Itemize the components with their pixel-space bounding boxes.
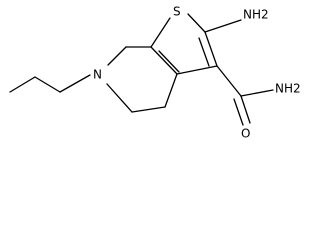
bond-n-to-ch2-top [107, 46, 127, 66]
bond-carbonyl-to-o-double [233, 98, 244, 126]
bond-c3-to-carbonyl [216, 65, 242, 97]
bond-c7a-to-s [150, 17, 171, 48]
bond-c2-to-c3 [204, 31, 218, 67]
chemical-structure: S NH2 N NH2 O [9, 5, 301, 141]
amino-group-label: NH2 [243, 8, 269, 22]
bond-set [9, 13, 274, 126]
bond-propyl-2 [34, 76, 61, 93]
ring-nitrogen-label: N [93, 68, 102, 82]
carbonyl-oxygen-label: O [241, 127, 250, 141]
bond-c5-to-n [106, 83, 133, 113]
bond-s-to-c2 [187, 13, 206, 33]
bond-c2-to-nh2 [204, 19, 242, 33]
bond-c3a-c7a-inner [158, 50, 180, 73]
bond-propyl-1 [9, 76, 36, 93]
bond-carbonyl-to-o [240, 95, 251, 124]
bond-propyl-to-n [59, 74, 91, 93]
bond-c4-to-c5 [131, 106, 166, 113]
bond-c2-to-c3-inner [198, 37, 210, 67]
sulfur-label: S [173, 5, 181, 19]
bond-carbonyl-to-nh2 [240, 89, 274, 97]
bond-c3a-to-c4 [164, 73, 178, 108]
bond-c7a-to-c3a [150, 46, 178, 75]
bond-c3-to-c3a [176, 65, 218, 75]
atom-label-set: S NH2 N NH2 O [93, 5, 301, 141]
amide-nitrogen-label: NH2 [275, 82, 301, 96]
